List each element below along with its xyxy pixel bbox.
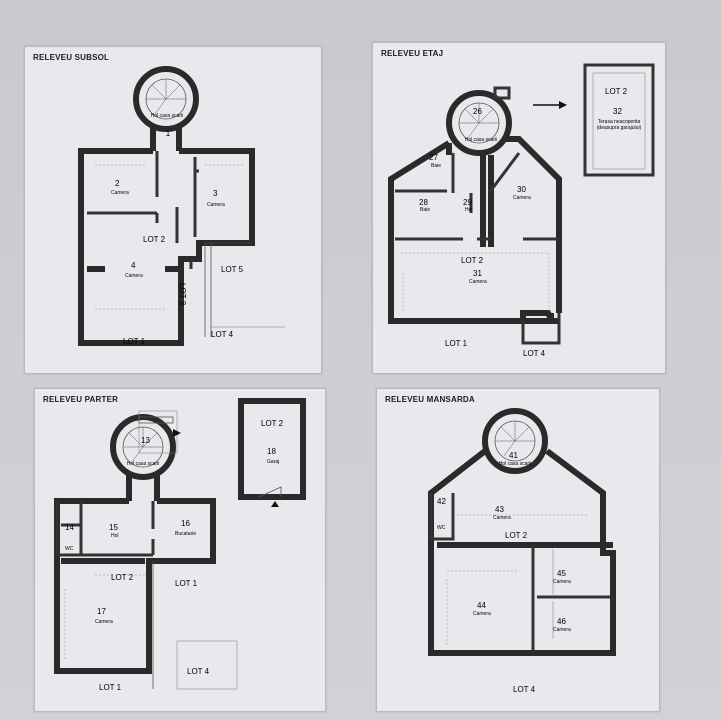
- room-name: Garaj: [267, 459, 280, 465]
- room-name: Terasa neacoperita (deasupra garajului): [596, 119, 642, 131]
- lot-label: LOT 2: [111, 573, 134, 582]
- room-number: 26: [473, 107, 482, 116]
- arrow-icon: [271, 501, 279, 507]
- lot-label: LOT 1: [123, 337, 146, 346]
- outer-wall: [428, 448, 616, 656]
- room-name: Camera: [95, 619, 113, 625]
- floor-plan-subsol: [78, 66, 285, 346]
- lot-label: LOT 4: [513, 685, 536, 694]
- room-name: Camera: [125, 273, 143, 279]
- room-number: 42: [437, 497, 446, 506]
- room-number: 3: [213, 189, 218, 198]
- room-number: 14: [65, 523, 74, 532]
- room-number: 32: [613, 107, 622, 116]
- room-name: Camera: [493, 515, 511, 521]
- spiral-stair: [495, 421, 535, 457]
- room-number: 13: [141, 436, 150, 445]
- room-number: 4: [131, 261, 136, 270]
- lot-label: LOT 3: [178, 283, 187, 306]
- room-name: Hol casa scarii: [464, 137, 498, 143]
- room-number: 16: [181, 519, 190, 528]
- lot-label: LOT 1: [445, 339, 468, 348]
- room-number: 1: [165, 129, 171, 138]
- room-number: 15: [109, 523, 118, 532]
- floor-plan-parter: [54, 398, 306, 690]
- room-number: 30: [517, 185, 526, 194]
- panel-title: RELEVEU PARTER: [43, 395, 119, 404]
- lot-label: LOT 1: [99, 683, 122, 692]
- spiral-stair: [123, 427, 163, 463]
- lot-label: LOT 2: [261, 419, 284, 428]
- panel-subsol: RELEVEU SUBSOL 1 Hol casa scarii 2 Camer…: [24, 46, 322, 374]
- room-name: Camera: [553, 579, 571, 585]
- lot-label: LOT 4: [523, 349, 546, 358]
- panel-parter: RELEVEU PARTER 13 Hol casa scarii 14 WC …: [34, 388, 326, 712]
- lot-label: LOT 2: [605, 87, 628, 96]
- panel-title: RELEVEU SUBSOL: [33, 53, 110, 62]
- stair-tower-wall: [446, 90, 512, 156]
- room-number: 46: [557, 617, 566, 626]
- stair-tower-wall: [482, 408, 548, 474]
- terrace-outline: [583, 63, 655, 177]
- panel-title: RELEVEU MANSARDA: [385, 395, 475, 404]
- room-name: Camera: [513, 195, 531, 201]
- room-name: Hol casa scarii: [126, 461, 160, 467]
- room-name: WC: [437, 525, 446, 531]
- room-number: 41: [509, 451, 518, 460]
- room-number: 17: [97, 607, 106, 616]
- room-name: Baie: [420, 207, 431, 213]
- room-number: 28: [419, 198, 428, 207]
- room-name: Camera: [469, 279, 487, 285]
- room-number: 31: [473, 269, 482, 278]
- panel-title: RELEVEU ETAJ: [381, 49, 444, 58]
- lot-label: LOT 2: [143, 235, 166, 244]
- room-name: Hol casa scarii: [498, 461, 532, 467]
- room-name: Hol casa scarii: [150, 113, 184, 119]
- room-name: Camera: [207, 202, 225, 208]
- room-name: Hol: [111, 533, 119, 539]
- outer-wall: [78, 148, 255, 346]
- room-name: Baie: [431, 163, 442, 169]
- room-number: 43: [495, 505, 504, 514]
- room-name: Hol: [465, 207, 473, 213]
- room-number: 44: [477, 601, 486, 610]
- stair-tower-wall: [133, 66, 199, 132]
- garage-outline: [238, 398, 306, 500]
- lot-label: LOT 1: [175, 579, 198, 588]
- floor-plan-mansarda: [428, 408, 616, 656]
- room-name: WC: [65, 546, 74, 552]
- room-number: 18: [267, 447, 276, 456]
- room-name: Bucatarie: [175, 531, 197, 537]
- spiral-stair: [459, 103, 499, 139]
- room-number: 2: [115, 179, 120, 188]
- lot-label: LOT 2: [505, 531, 528, 540]
- arrow-icon: [173, 429, 181, 437]
- panel-etaj: RELEVEU ETAJ 26 Hol casa scarii 27 Baie …: [372, 42, 666, 374]
- spiral-stair: [146, 79, 186, 115]
- room-number: 27: [429, 153, 438, 162]
- lot-label: LOT 4: [187, 667, 210, 676]
- lot-label: LOT 4: [211, 330, 234, 339]
- lot-label: LOT 2: [461, 256, 484, 265]
- room-name: Camera: [111, 190, 129, 196]
- arrow-icon: [559, 101, 567, 109]
- floor-plan-etaj: [388, 63, 655, 345]
- lot-label: LOT 5: [221, 265, 244, 274]
- panel-mansarda: RELEVEU MANSARDA 41 Hol casa scarii 42 W…: [376, 388, 660, 712]
- room-number: 45: [557, 569, 566, 578]
- outer-wall: [503, 136, 562, 313]
- room-number: 29: [463, 198, 472, 207]
- room-name: Camera: [473, 611, 491, 617]
- room-name: Camera: [553, 627, 571, 633]
